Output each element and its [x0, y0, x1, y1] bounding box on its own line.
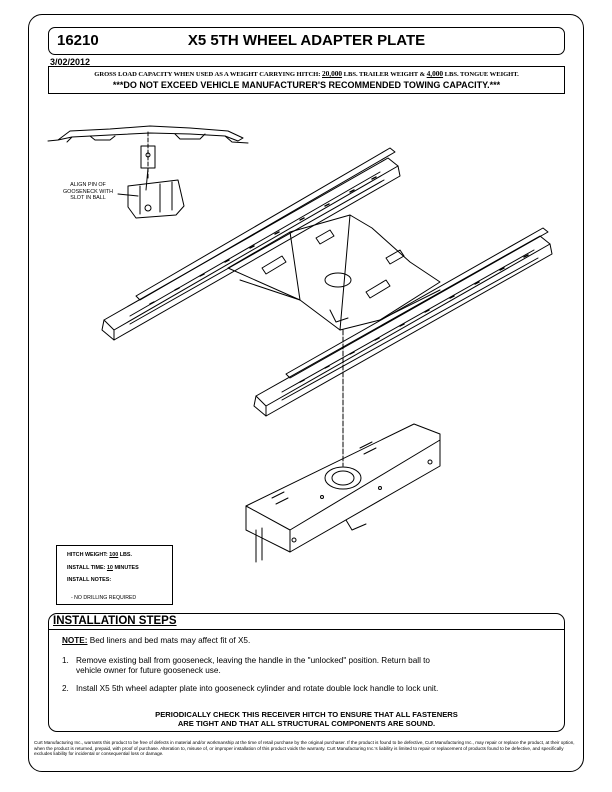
note-text: Bed liners and bed mats may affect fit o…: [89, 636, 251, 645]
installation-steps-box: INSTALLATION STEPS NOTE: Bed liners and …: [48, 613, 565, 732]
lock-detail: [117, 131, 185, 219]
step-2-number: 2.: [62, 684, 69, 693]
periodic-line-1: PERIODICALLY CHECK THIS RECEIVER HITCH T…: [155, 710, 458, 719]
installation-header: INSTALLATION STEPS: [49, 614, 564, 630]
left-rail: [101, 147, 401, 341]
trailer-weight-value: 20,000: [322, 69, 343, 78]
page-border: [28, 14, 584, 772]
align-pin-note: ALIGN PIN OF GOOSENECK WITH SLOT IN BALL: [62, 182, 114, 202]
right-rail: [253, 227, 553, 417]
header-box: 16210 X5 5TH WHEEL ADAPTER PLATE: [48, 27, 565, 55]
capacity-prefix: GROSS LOAD CAPACITY WHEN USED AS A WEIGH…: [94, 71, 321, 78]
hitch-weight-label: HITCH WEIGHT:: [67, 552, 108, 558]
step-1: 1. Remove existing ball from gooseneck, …: [62, 656, 542, 678]
capacity-line: GROSS LOAD CAPACITY WHEN USED AS A WEIGH…: [49, 69, 564, 78]
document-date: 3/02/2012: [50, 57, 91, 67]
install-time-row: INSTALL TIME: 10 MINUTES: [67, 565, 139, 571]
cross-plate: [227, 214, 441, 331]
hitch-info-box: HITCH WEIGHT: 100 LBS. INSTALL TIME: 10 …: [56, 545, 173, 605]
hitch-weight-value: 100: [109, 552, 119, 558]
step-2: 2. Install X5 5th wheel adapter plate in…: [62, 684, 542, 696]
page-title: X5 5TH WHEEL ADAPTER PLATE: [187, 32, 426, 49]
install-time-unit: MINUTES: [114, 565, 139, 571]
step-2-text: Install X5 5th wheel adapter plate into …: [76, 684, 439, 693]
hitch-weight-row: HITCH WEIGHT: 100 LBS.: [67, 552, 132, 558]
install-notes-value: - NO DRILLING REQUIRED: [71, 595, 137, 601]
tongue-weight-value: 4,000: [426, 69, 444, 78]
plate-side-view: [47, 125, 249, 144]
install-time-label: INSTALL TIME:: [67, 565, 106, 571]
step-1-number: 1.: [62, 656, 69, 665]
trailer-weight-suffix: LBS. TRAILER WEIGHT &: [343, 71, 426, 78]
towing-warning: ***DO NOT EXCEED VEHICLE MANUFACTURER'S …: [112, 80, 501, 90]
step-1-text-line-1: Remove existing ball from gooseneck, lea…: [76, 656, 430, 665]
gooseneck-bar: [245, 423, 441, 563]
installation-note: NOTE: Bed liners and bed mats may affect…: [62, 636, 250, 645]
part-number: 16210: [57, 32, 99, 49]
install-time-value: 10: [106, 565, 113, 571]
capacity-box: GROSS LOAD CAPACITY WHEN USED AS A WEIGH…: [48, 66, 565, 94]
tongue-weight-suffix: LBS. TONGUE WEIGHT.: [444, 71, 519, 78]
periodic-line-2: ARE TIGHT AND THAT ALL STRUCTURAL COMPON…: [177, 719, 436, 728]
note-label: NOTE:: [62, 636, 88, 645]
step-1-text-line-2: vehicle owner for future gooseneck use.: [76, 666, 221, 675]
installation-title: INSTALLATION STEPS: [53, 615, 177, 627]
rail-slot-marks: [149, 176, 529, 383]
hitch-weight-unit: LBS.: [119, 552, 133, 558]
periodic-check-warning: PERIODICALLY CHECK THIS RECEIVER HITCH T…: [49, 710, 564, 728]
install-notes-label: INSTALL NOTES:: [67, 577, 112, 583]
warranty-disclaimer: Curt Manufacturing Inc., warrants this p…: [34, 740, 575, 757]
